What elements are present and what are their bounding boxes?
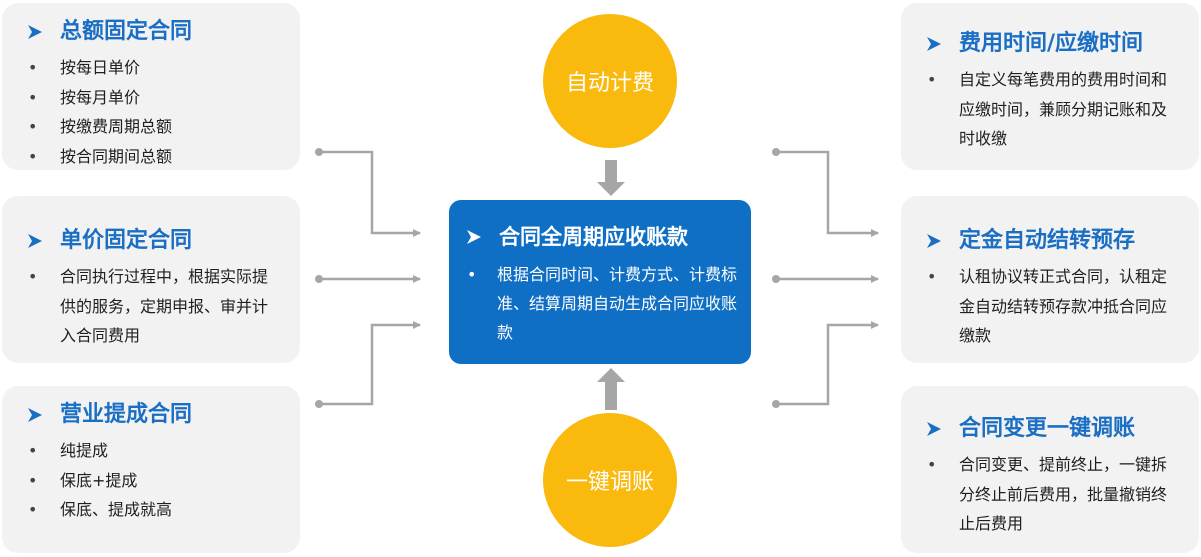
down-arrow [597, 160, 625, 196]
list-item: 合同变更、提前终止，一键拆分终止前后费用，批量撤销终止后费用 [927, 450, 1179, 539]
bullet-list: 合同执行过程中，根据实际提供的服务，定期申报、审并计入合同费用 [28, 262, 280, 351]
card-title: 合同变更一键调账 [927, 414, 1179, 444]
list-item: 保底+提成 [28, 466, 280, 496]
bullet-list: 纯提成 保底+提成 保底、提成就高 [28, 436, 280, 525]
card-deposit-auto-transfer: 定金自动结转预存 认租协议转正式合同，认租定金自动结转预存款冲抵合同应缴款 [901, 196, 1199, 363]
card-title: 定金自动结转预存 [927, 226, 1179, 256]
bullet-list: 认租协议转正式合同，认租定金自动结转预存款冲抵合同应缴款 [927, 262, 1179, 351]
list-item: 按缴费周期总额 [28, 112, 280, 142]
list-item: 保底、提成就高 [28, 495, 280, 525]
list-item: 根据合同时间、计费方式、计费标准、结算周期自动生成合同应收账款 [467, 260, 737, 347]
card-revenue-commission-contract: 营业提成合同 纯提成 保底+提成 保底、提成就高 [2, 386, 300, 553]
arrowhead-bullet-icon [927, 234, 941, 248]
connector-right-2 [772, 275, 879, 283]
arrowhead-bullet-icon [28, 234, 42, 248]
one-click-adjust-circle: 一键调账 [543, 413, 677, 547]
list-item: 认租协议转正式合同，认租定金自动结转预存款冲抵合同应缴款 [927, 262, 1179, 351]
arrowhead-bullet-icon [927, 37, 941, 51]
arrowhead-bullet-icon [467, 230, 481, 244]
bullet-list: 合同变更、提前终止，一键拆分终止前后费用，批量撤销终止后费用 [927, 450, 1179, 539]
bullet-list: 按每日单价 按每月单价 按缴费周期总额 按合同期间总额 [28, 53, 280, 171]
list-item: 按合同期间总额 [28, 142, 280, 172]
connector-left-1 [315, 148, 421, 237]
connector-left-2 [315, 275, 421, 283]
arrowhead-bullet-icon [927, 422, 941, 436]
bullet-list: 自定义每笔费用的费用时间和应缴时间，兼顾分期记账和及时收缴 [927, 65, 1179, 154]
list-item: 按每月单价 [28, 83, 280, 113]
center-title: 合同全周期应收账款 [467, 222, 737, 252]
card-total-fixed-contract: 总额固定合同 按每日单价 按每月单价 按缴费周期总额 按合同期间总额 [2, 3, 300, 171]
up-arrow [597, 368, 625, 410]
arrowhead-bullet-icon [28, 25, 42, 39]
connector-left-3 [315, 321, 421, 408]
list-item: 按每日单价 [28, 53, 280, 83]
center-receivables-box: 合同全周期应收账款 根据合同时间、计费方式、计费标准、结算周期自动生成合同应收账… [449, 200, 751, 364]
card-fee-due-time: 费用时间/应缴时间 自定义每笔费用的费用时间和应缴时间，兼顾分期记账和及时收缴 [901, 3, 1199, 170]
arrowhead-bullet-icon [28, 408, 42, 422]
card-title: 费用时间/应缴时间 [927, 29, 1179, 59]
list-item: 自定义每笔费用的费用时间和应缴时间，兼顾分期记账和及时收缴 [927, 65, 1179, 154]
card-title: 营业提成合同 [28, 400, 280, 430]
card-title: 总额固定合同 [28, 17, 280, 47]
card-unit-price-fixed-contract: 单价固定合同 合同执行过程中，根据实际提供的服务，定期申报、审并计入合同费用 [2, 196, 300, 363]
list-item: 纯提成 [28, 436, 280, 466]
list-item: 合同执行过程中，根据实际提供的服务，定期申报、审并计入合同费用 [28, 262, 280, 351]
card-contract-change-adjust: 合同变更一键调账 合同变更、提前终止，一键拆分终止前后费用，批量撤销终止后费用 [901, 386, 1199, 553]
auto-billing-circle: 自动计费 [543, 14, 677, 148]
connector-right-1 [772, 148, 879, 237]
connector-right-3 [772, 321, 879, 408]
card-title: 单价固定合同 [28, 226, 280, 256]
bullet-list: 根据合同时间、计费方式、计费标准、结算周期自动生成合同应收账款 [467, 260, 737, 347]
